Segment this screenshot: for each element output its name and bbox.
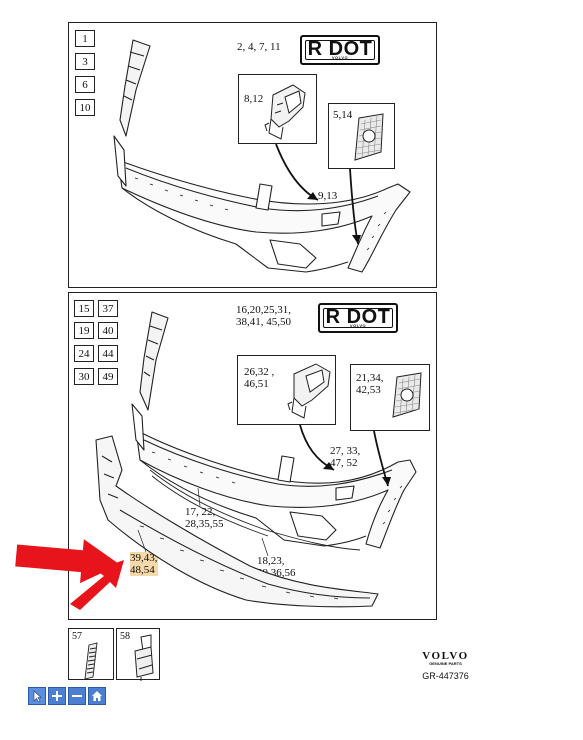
detail-box-sensor: 21,34, 42,53 xyxy=(350,364,430,431)
detail-box-clip: 26,32 , 46,51 xyxy=(237,355,336,425)
rdot-sub: VOLVO xyxy=(349,323,367,328)
callout-line: 18,23, xyxy=(257,555,285,567)
zoom-out-button[interactable] xyxy=(68,687,86,705)
detail-label[interactable]: 5,14 xyxy=(333,109,353,121)
rdot-text: R DOT xyxy=(307,38,373,60)
part-number-box[interactable]: 40 xyxy=(98,322,118,339)
part-number-box[interactable]: 3 xyxy=(75,53,95,70)
rdot-label: R DOT VOLVO xyxy=(318,303,398,333)
part-number-box[interactable]: 6 xyxy=(75,76,95,93)
part-number-box[interactable]: 30 xyxy=(74,368,94,385)
bottom-diagram-panel xyxy=(68,292,437,620)
callout-line: 38,41, 45,50 xyxy=(236,316,291,328)
rdot-sub: VOLVO xyxy=(331,55,349,60)
zoom-in-icon xyxy=(52,691,62,701)
detail-label[interactable]: 8,12 xyxy=(244,93,264,105)
bumper-callout[interactable]: 9,13 xyxy=(318,190,338,202)
part-number-box[interactable]: 44 xyxy=(98,345,118,362)
tape-strip-icon xyxy=(84,642,98,680)
thumb-number: 58 xyxy=(120,631,130,642)
diagram-code: GR-447376 xyxy=(422,671,469,681)
sensor-holder-icon xyxy=(392,372,422,418)
part-number-box[interactable]: 15 xyxy=(74,300,94,317)
zoom-in-button[interactable] xyxy=(48,687,66,705)
detail-label[interactable]: 21,34, 42,53 xyxy=(356,372,384,396)
bracket-part-icon xyxy=(264,84,306,140)
callout-line: 28,35,55 xyxy=(185,518,224,530)
part-number-box[interactable]: 10 xyxy=(75,99,95,116)
callout-39-43[interactable]: 39,43, 48,54 xyxy=(130,552,158,576)
callout-line: 48,54 xyxy=(130,564,155,576)
callout-line: 46,51 xyxy=(244,378,269,390)
thumb-number: 57 xyxy=(72,631,82,642)
red-arrow-icon xyxy=(15,539,124,610)
callout-line: 17, 22, xyxy=(185,506,216,518)
callout-line: 39,43, xyxy=(130,552,158,564)
part-number-box[interactable]: 1 xyxy=(75,30,95,47)
zoom-out-icon xyxy=(72,695,82,697)
pointer-icon xyxy=(33,690,42,702)
brand-logo: VOLVO xyxy=(422,650,469,662)
part-thumbnail-57[interactable]: 57 xyxy=(68,628,114,680)
rdot-callout[interactable]: 16,20,25,31, 38,41, 45,50 xyxy=(236,304,291,328)
bracket-part-icon xyxy=(287,363,331,419)
callout-line: 16,20,25,31, xyxy=(236,304,291,316)
home-icon xyxy=(92,691,102,701)
rdot-callout[interactable]: 2, 4, 7, 11 xyxy=(237,41,281,53)
part-number-box[interactable]: 24 xyxy=(74,345,94,362)
callout-line: 21,34, xyxy=(356,372,384,384)
volvo-brand-block: VOLVO GENUINE PARTS GR-447376 xyxy=(418,650,473,681)
callout-17-22[interactable]: 17, 22, 28,35,55 xyxy=(185,506,224,530)
rdot-label: R DOT VOLVO xyxy=(300,35,380,65)
callout-line: 27, 33, xyxy=(330,445,361,457)
callout-line: 42,53 xyxy=(356,384,381,396)
callout-line: 47, 52 xyxy=(330,457,358,469)
viewer-toolbar xyxy=(28,687,106,705)
part-thumbnail-58[interactable]: 58 xyxy=(116,628,160,681)
pointer-tool-button[interactable] xyxy=(28,687,46,705)
brand-tagline: GENUINE PARTS xyxy=(429,661,462,666)
part-number-box[interactable]: 19 xyxy=(74,322,94,339)
detail-box-clip: 8,12 xyxy=(238,74,317,144)
detail-box-sensor: 5,14 xyxy=(328,103,395,169)
callout-27-33[interactable]: 27, 33, 47, 52 xyxy=(330,445,360,469)
home-button[interactable] xyxy=(88,687,106,705)
sensor-holder-icon xyxy=(354,113,384,161)
callout-line: 26,32 , xyxy=(244,366,275,378)
part-number-box[interactable]: 49 xyxy=(98,368,118,385)
rdot-text: R DOT xyxy=(325,306,391,328)
connector-icon xyxy=(134,634,154,681)
detail-label[interactable]: 26,32 , 46,51 xyxy=(244,366,274,390)
part-number-box[interactable]: 37 xyxy=(98,300,118,317)
